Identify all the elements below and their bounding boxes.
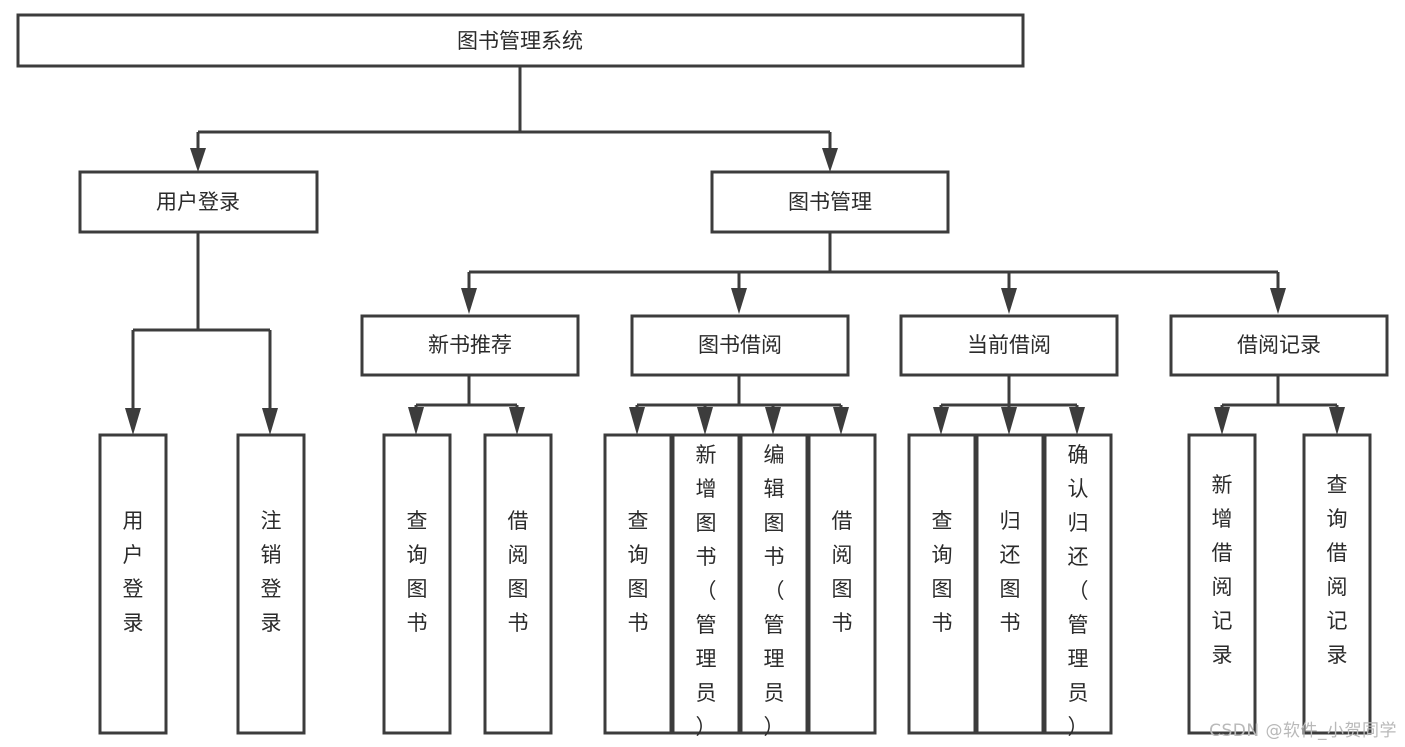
leaf-label-book-borrow-3: 编辑图书（管理员） (764, 443, 785, 739)
node-box-current-borrow (899, 314, 1119, 377)
connectors-group (125, 66, 1345, 435)
arrow-record-leaf-2 (1329, 407, 1345, 435)
arrow-current-leaf-2 (1001, 407, 1017, 435)
csdn-watermark: CSDN @软件_小贺同学 (1209, 721, 1397, 741)
node-label-current-borrow: 当前借阅 (967, 333, 1051, 357)
leaf-label-book-borrow-1: 查询图书 (628, 509, 649, 635)
arrow-user-login-leaf-1 (125, 408, 141, 435)
node-current-borrow[interactable]: 当前借阅 (899, 314, 1119, 377)
leaf-label-book-borrow-2: 新增图书（管理员） (696, 443, 717, 739)
leaf-box-user-login-1 (98, 433, 168, 735)
arrow-current-leaf-1 (933, 407, 949, 435)
leaf-book-borrow-1[interactable]: 查询图书 (603, 433, 673, 735)
leaf-box-book-borrow-4 (807, 433, 877, 735)
leaf-new-book-recommend-2[interactable]: 借阅图书 (483, 433, 553, 735)
arrow-borrow-leaf-3 (765, 407, 781, 435)
node-book-management[interactable]: 图书管理 (710, 170, 950, 234)
node-label-book-borrow: 图书借阅 (698, 333, 782, 357)
leaf-box-current-borrow-2 (975, 433, 1045, 735)
leaf-box-new-book-recommend-1 (382, 433, 452, 735)
arrow-to-book-borrow (731, 288, 747, 314)
leaf-label-current-borrow-2: 归还图书 (1000, 509, 1021, 635)
node-label-new-book-recommend: 新书推荐 (428, 333, 512, 357)
node-box-book-borrow (630, 314, 850, 377)
leaf-label-user-login-1: 用户登录 (123, 509, 144, 635)
leaf-label-borrow-record-2: 查询借阅记录 (1327, 473, 1348, 667)
leaf-new-book-recommend-1[interactable]: 查询图书 (382, 433, 452, 735)
leaf-book-borrow-2[interactable]: 新增图书（管理员） (671, 433, 741, 739)
leaf-current-borrow-2[interactable]: 归还图书 (975, 433, 1045, 735)
leaf-borrow-record-2[interactable]: 查询借阅记录 (1302, 433, 1372, 735)
arrow-to-new-book-recommend (461, 288, 477, 314)
node-box-book-management (710, 170, 950, 234)
node-box-new-book-recommend (360, 314, 580, 377)
arrow-recommend-leaf-2 (509, 407, 525, 435)
leaf-book-borrow-4[interactable]: 借阅图书 (807, 433, 877, 735)
leaf-user-login-1[interactable]: 用户登录 (98, 433, 168, 735)
leaf-box-book-borrow-2 (671, 433, 741, 735)
node-label-book-management: 图书管理 (788, 190, 872, 214)
node-label-title-root: 图书管理系统 (457, 29, 583, 53)
leaf-box-book-borrow-3 (739, 433, 809, 735)
arrow-to-borrow-record (1270, 288, 1286, 314)
node-book-borrow[interactable]: 图书借阅 (630, 314, 850, 377)
leaf-current-borrow-1[interactable]: 查询图书 (907, 433, 977, 735)
node-user-login[interactable]: 用户登录 (78, 170, 319, 234)
node-new-book-recommend[interactable]: 新书推荐 (360, 314, 580, 377)
arrow-borrow-leaf-1 (629, 407, 645, 435)
leaf-book-borrow-3[interactable]: 编辑图书（管理员） (739, 433, 809, 739)
leaf-box-current-borrow-3 (1043, 433, 1113, 735)
node-box-borrow-record (1169, 314, 1389, 377)
node-title-root[interactable]: 图书管理系统 (16, 13, 1025, 68)
leaf-box-user-login-2 (236, 433, 306, 735)
leaf-box-new-book-recommend-2 (483, 433, 553, 735)
leaf-current-borrow-3[interactable]: 确认归还（管理员） (1043, 433, 1113, 739)
leaf-label-borrow-record-1: 新增借阅记录 (1212, 473, 1233, 667)
leaf-label-new-book-recommend-1: 查询图书 (407, 509, 428, 635)
arrow-to-current-borrow (1001, 288, 1017, 314)
arrow-root-to-user-login (190, 148, 206, 172)
arrow-record-leaf-1 (1214, 407, 1230, 435)
arrow-user-login-leaf-2 (262, 408, 278, 435)
leaf-label-book-borrow-4: 借阅图书 (832, 509, 853, 635)
node-borrow-record[interactable]: 借阅记录 (1169, 314, 1389, 377)
arrow-root-to-book-mgmt (822, 148, 838, 172)
leaf-borrow-record-1[interactable]: 新增借阅记录 (1187, 433, 1257, 735)
arrow-borrow-leaf-4 (833, 407, 849, 435)
leaf-label-current-borrow-3: 确认归还（管理员） (1068, 443, 1089, 739)
leaf-box-borrow-record-2 (1302, 433, 1372, 735)
leaf-label-new-book-recommend-2: 借阅图书 (508, 509, 529, 635)
node-label-borrow-record: 借阅记录 (1237, 333, 1321, 357)
node-box-user-login (78, 170, 319, 234)
leaf-label-user-login-2: 注销登录 (261, 509, 282, 635)
arrow-borrow-leaf-2 (697, 407, 713, 435)
node-label-user-login: 用户登录 (156, 190, 240, 214)
leaf-box-current-borrow-1 (907, 433, 977, 735)
leaf-box-borrow-record-1 (1187, 433, 1257, 735)
node-box-title-root (16, 13, 1025, 68)
arrow-recommend-leaf-1 (408, 407, 424, 435)
leaf-box-book-borrow-1 (603, 433, 673, 735)
leaf-user-login-2[interactable]: 注销登录 (236, 433, 306, 735)
arrow-current-leaf-3 (1069, 407, 1085, 435)
leaf-label-current-borrow-1: 查询图书 (932, 509, 953, 635)
